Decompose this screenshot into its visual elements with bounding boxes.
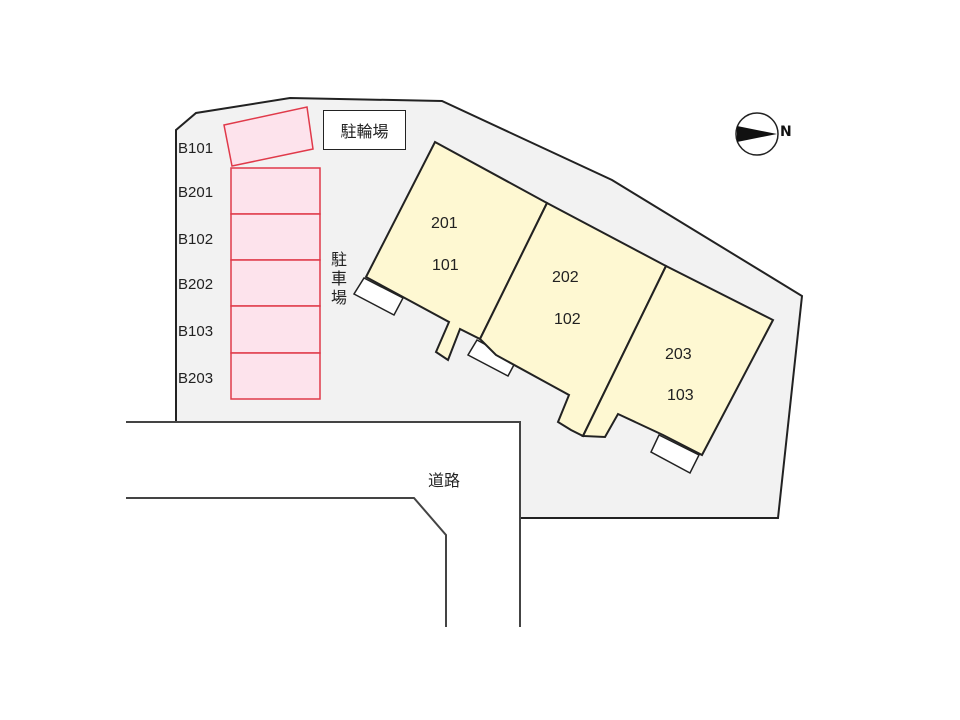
unit-label-203: 203 [665,346,692,363]
parking-space-b101 [223,106,314,167]
parking-space-b203 [230,352,321,400]
unit-label-202: 202 [552,269,579,286]
parking-space-b103 [230,305,321,354]
parking-label-b202: B202 [178,276,214,293]
parking-label-b203: B203 [178,370,214,387]
north-label: N [780,124,792,140]
road-edge-lower [126,497,447,627]
balcony-103 [650,433,701,475]
parking-label-b201: B201 [178,184,214,201]
balcony-101 [352,277,405,317]
north-arrow-icon [735,112,779,156]
unit-label-101: 101 [432,257,459,274]
road-edge-upper [126,421,521,627]
parking-space-b201 [230,167,321,215]
bicycle-parking-label: 駐輪場 [323,110,406,150]
road-label: 道路 [428,471,461,490]
parking-label-b103: B103 [178,323,214,340]
car-parking-label: 駐車場 [330,250,347,307]
parking-label-b102: B102 [178,231,214,248]
unit-label-102: 102 [554,311,581,328]
parking-space-b102 [230,213,321,261]
parking-space-b202 [230,259,321,307]
parking-label-b101: B101 [178,140,214,157]
building-unit-103-203 [581,264,775,457]
unit-label-103: 103 [667,387,694,404]
unit-label-201: 201 [431,215,458,232]
